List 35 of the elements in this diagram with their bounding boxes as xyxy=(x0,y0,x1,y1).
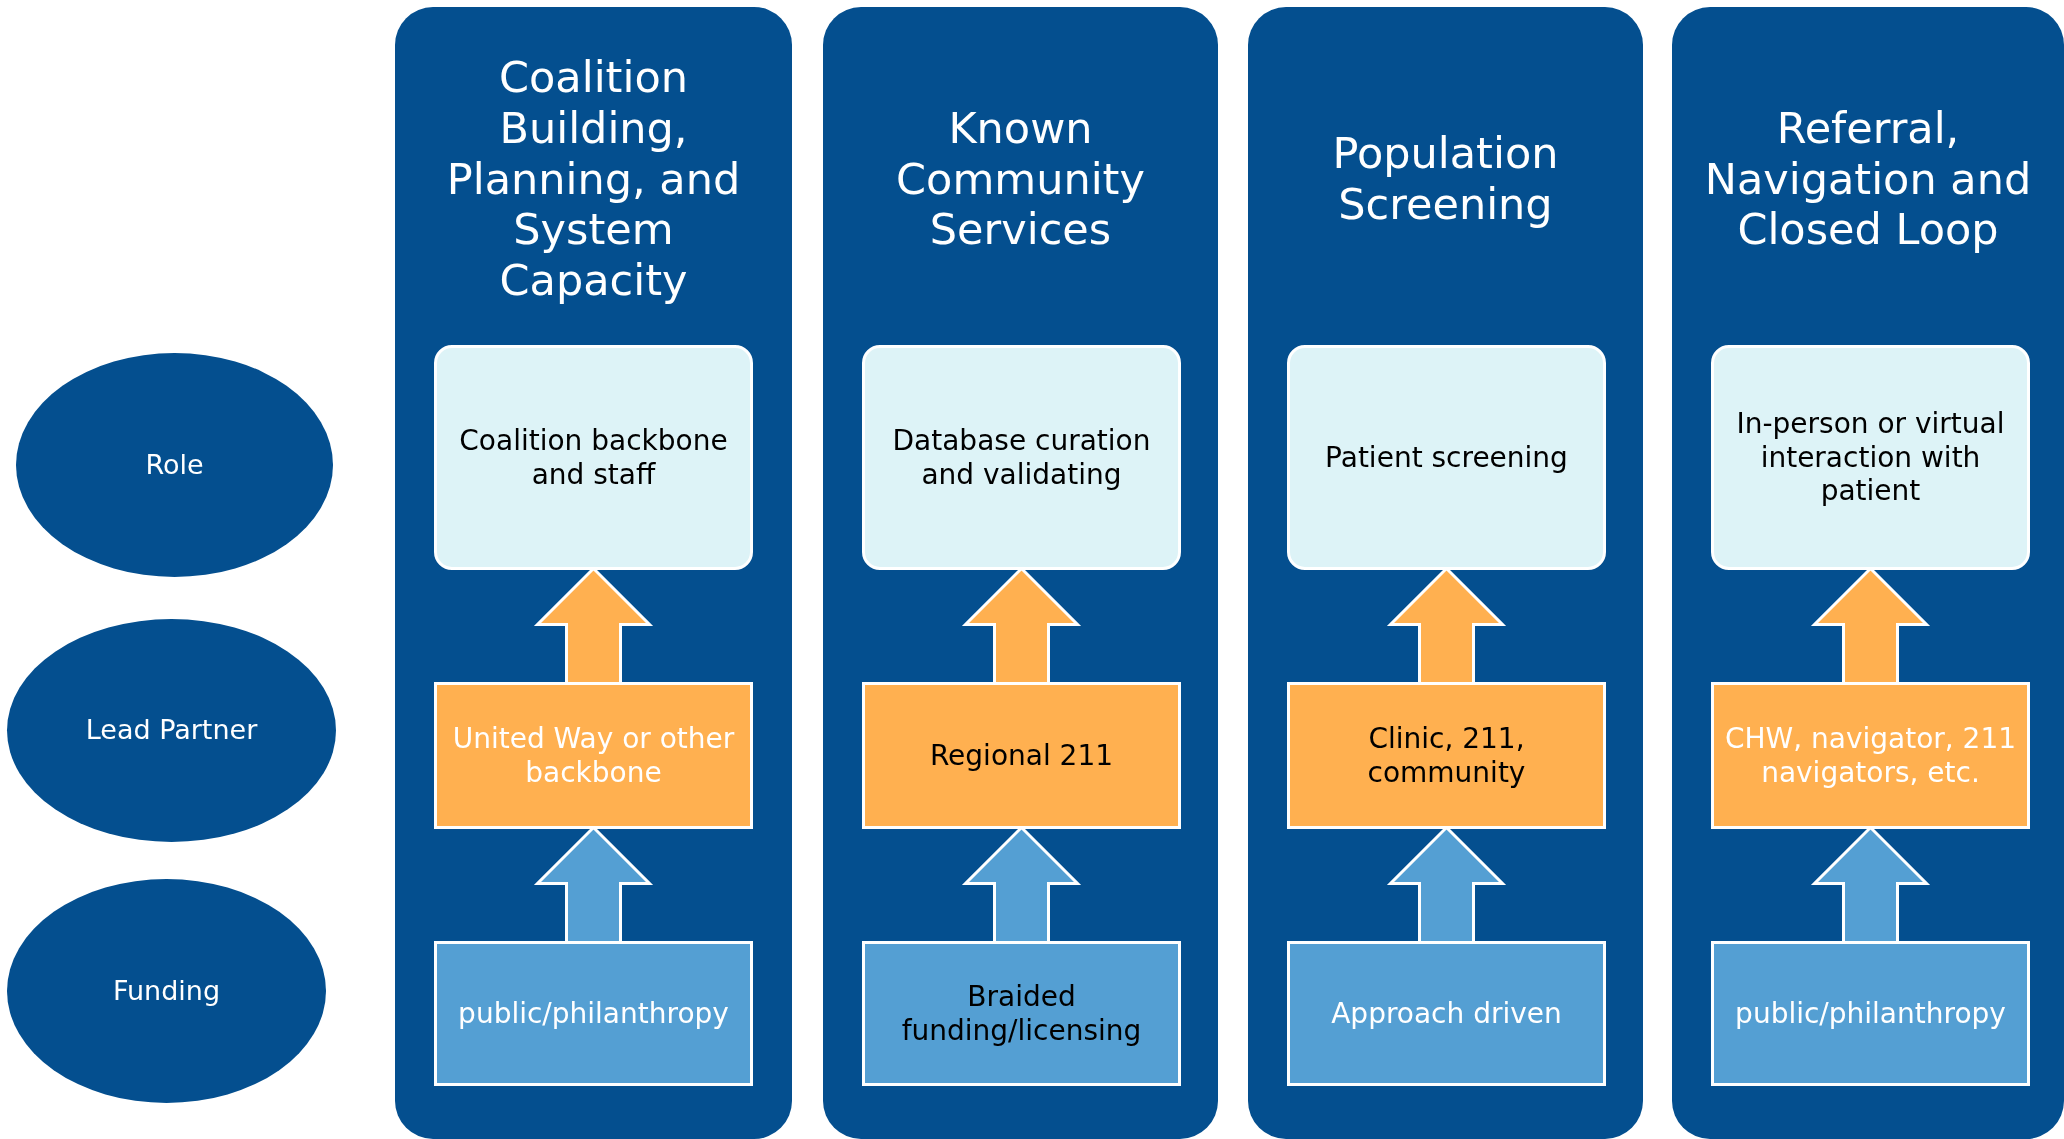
lead-partner-box xyxy=(434,682,753,829)
box-text: CHW, navigator, 211 navigators, etc. xyxy=(1723,721,2018,790)
row-label: Funding xyxy=(112,974,221,1008)
column-heading: Coalition Building, Planning, and System Capacity xyxy=(445,51,742,308)
box-text: Clinic, 211, community xyxy=(1366,721,1527,790)
role-box xyxy=(434,345,753,570)
column-heading: Referral, Navigation and Closed Loop xyxy=(1703,101,2033,257)
funding-box xyxy=(1711,941,2030,1086)
box-text: Database curation and validating xyxy=(891,423,1152,492)
column-heading: Population Screening xyxy=(1331,127,1560,231)
column-panel xyxy=(1672,7,2064,1139)
row-label: Role xyxy=(145,448,204,482)
column-panel xyxy=(1248,7,1643,1139)
role-box xyxy=(862,345,1181,570)
box-text: In-person or virtual interaction with patient xyxy=(1735,407,2006,508)
funding-box xyxy=(862,941,1181,1086)
box-text: public/philanthropy xyxy=(458,996,729,1031)
lead-partner-box xyxy=(1711,682,2030,829)
box-text: United Way or other backbone xyxy=(451,721,736,790)
box-text: Approach driven xyxy=(1331,996,1562,1031)
lead-partner-box xyxy=(862,682,1181,829)
box-text: Braided funding/licensing xyxy=(900,979,1143,1048)
column-panel xyxy=(395,7,792,1139)
funding-box xyxy=(434,941,753,1086)
role-box xyxy=(1711,345,2030,570)
role-box xyxy=(1287,345,1606,570)
lead-partner-box xyxy=(1287,682,1606,829)
column-heading: Known Community Services xyxy=(895,101,1146,257)
row-label: Lead Partner xyxy=(85,714,258,747)
box-text: public/philanthropy xyxy=(1735,996,2006,1031)
funding-box xyxy=(1287,941,1606,1086)
box-text: Patient screening xyxy=(1325,440,1568,475)
box-text: Regional 211 xyxy=(929,738,1114,773)
column-panel xyxy=(823,7,1218,1139)
box-text: Coalition backbone and staff xyxy=(458,423,729,492)
